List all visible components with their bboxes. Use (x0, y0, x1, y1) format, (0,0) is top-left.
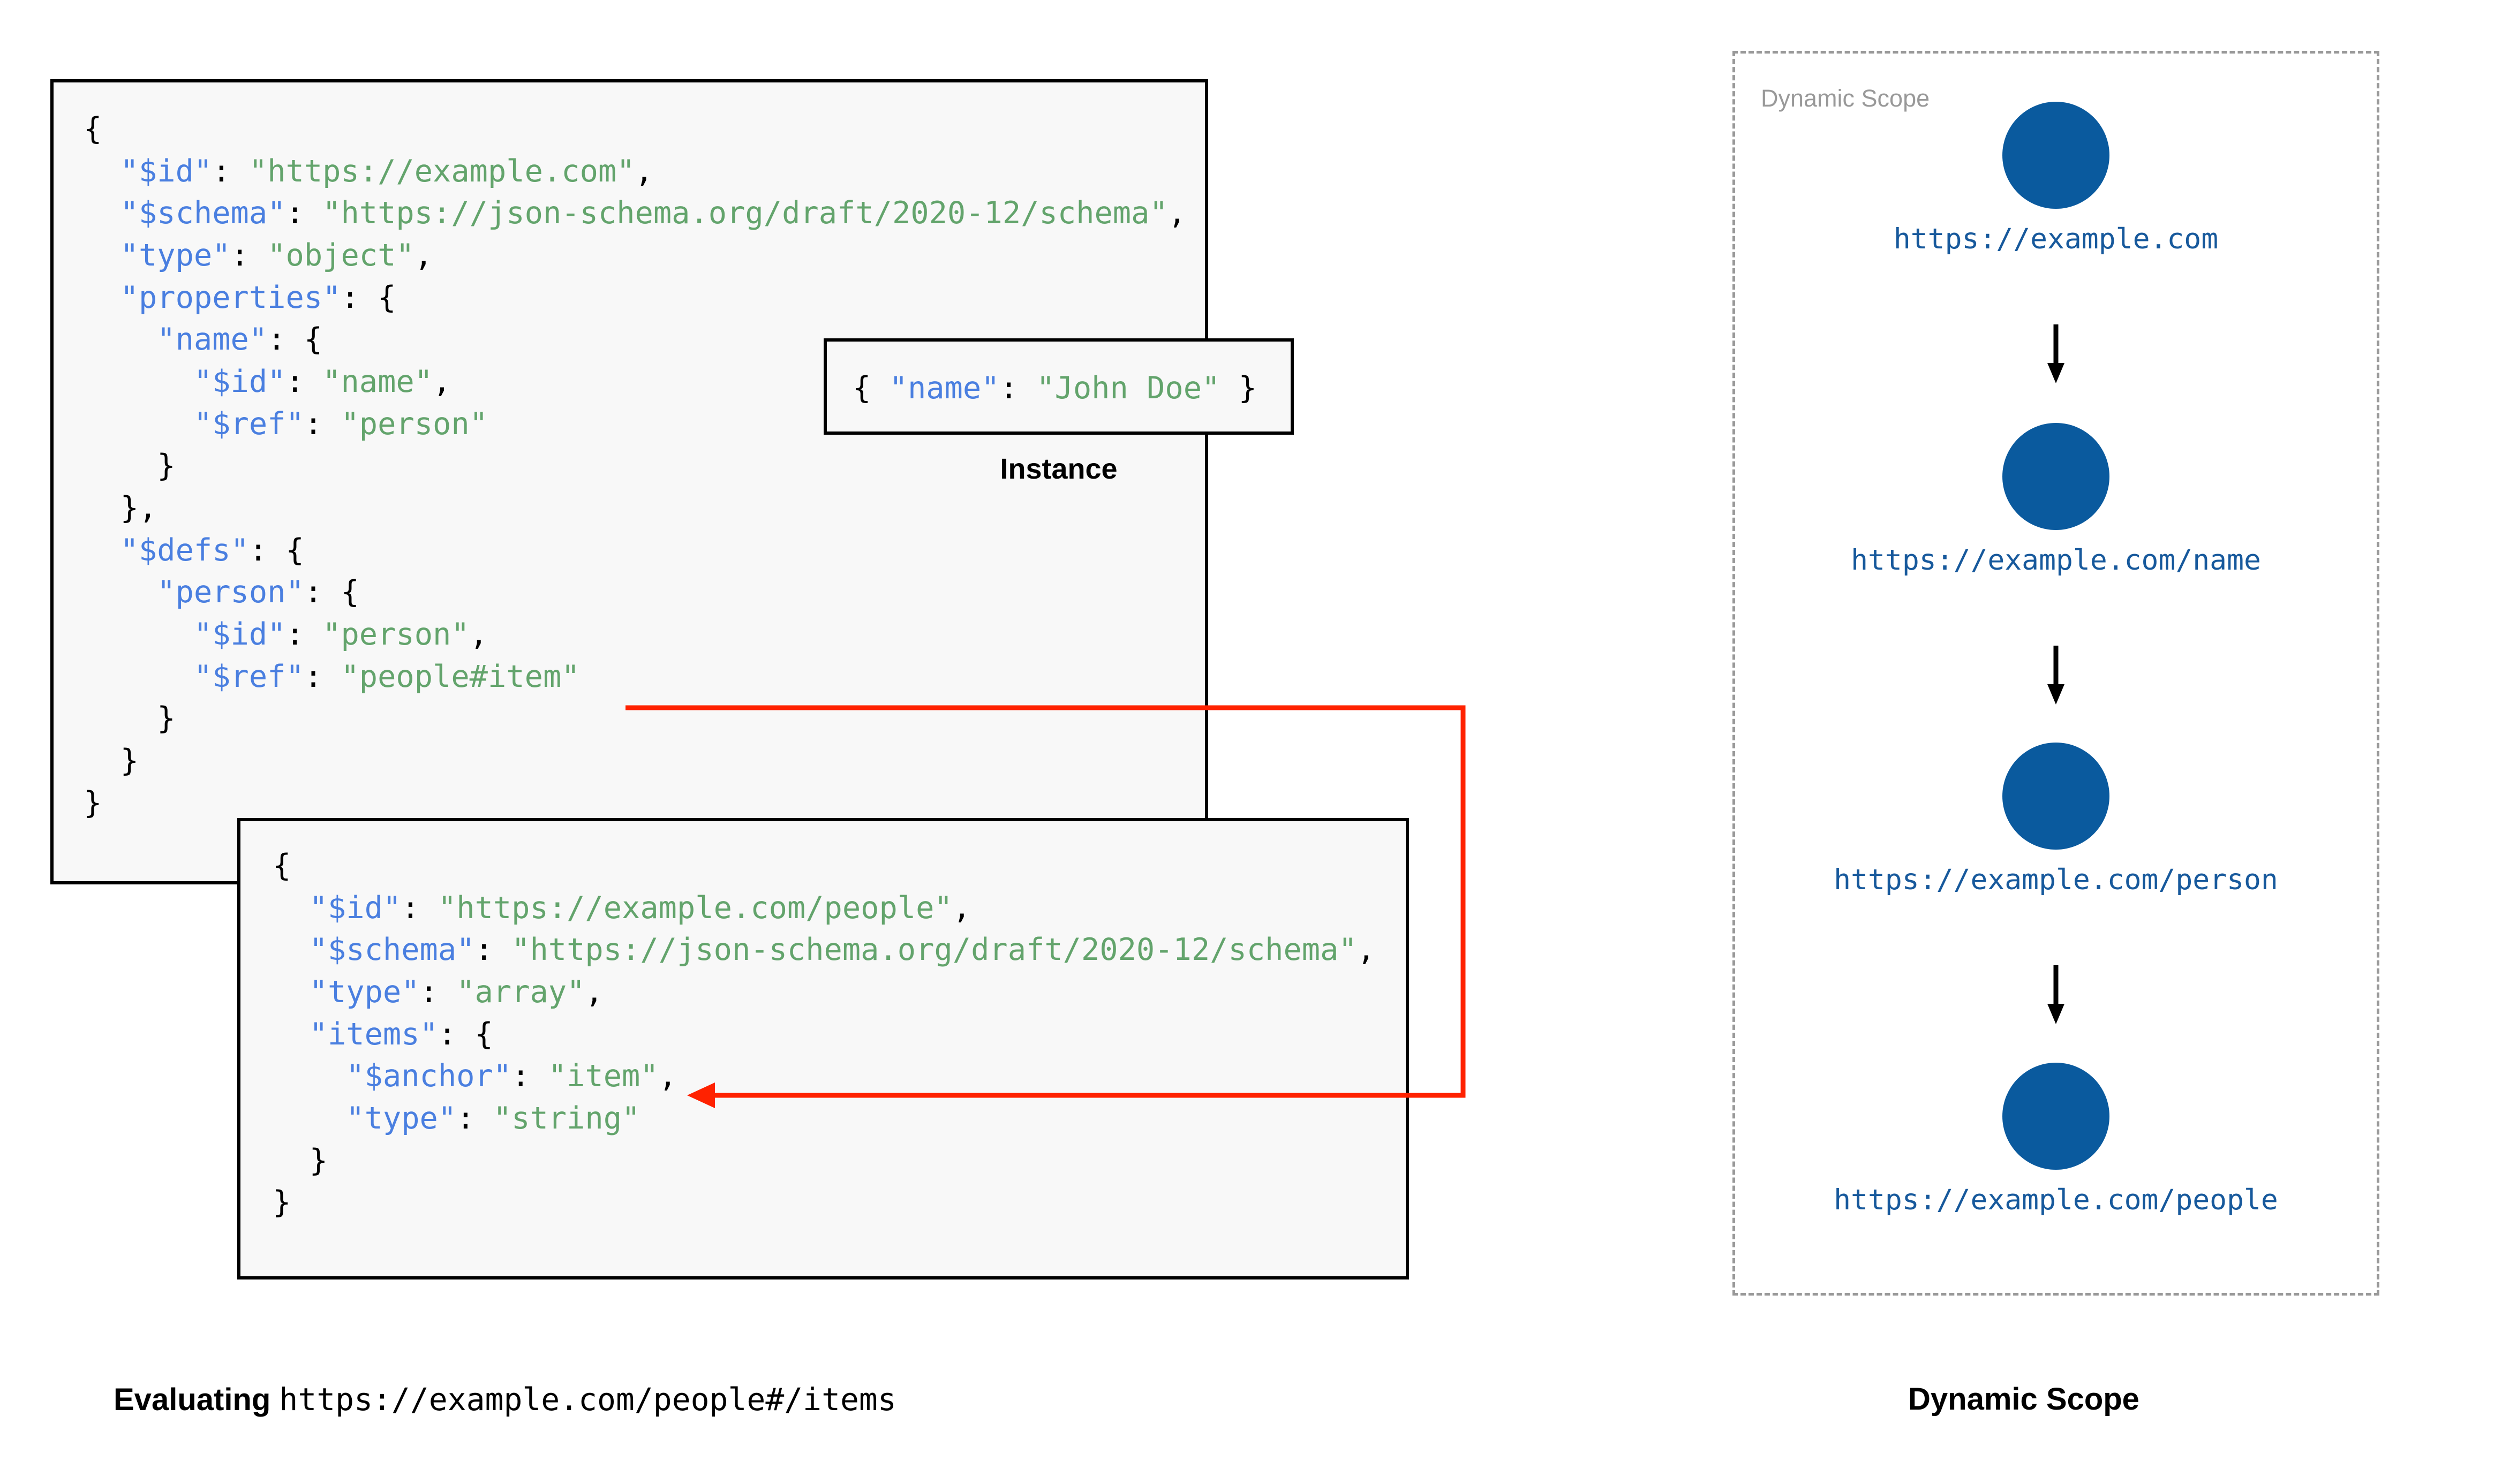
instance-code: { "name": "John Doe" } (853, 370, 1257, 406)
people-schema-box: { "$id": "https://example.com/people", "… (237, 818, 1409, 1279)
right-figure-caption: Dynamic Scope (1908, 1382, 2139, 1417)
left-caption-uri: https://example.com/people#/items (279, 1381, 896, 1418)
scope-node-label: https://example.com/name (1851, 544, 2261, 577)
scope-node-0: https://example.com (1732, 102, 2379, 255)
scope-arrow-down-icon-1 (1732, 646, 2379, 706)
dynamic-scope-panel-title: Dynamic Scope (1761, 85, 1930, 112)
instance-box: { "name": "John Doe" } (824, 338, 1294, 435)
scope-node-label: https://example.com (1893, 223, 2219, 255)
instance-caption: Instance (1000, 453, 1118, 485)
root-schema-code: { "$id": "https://example.com", "$schema… (84, 111, 1187, 821)
scope-circle-icon (2002, 743, 2109, 850)
scope-node-2: https://example.com/person (1732, 743, 2379, 896)
scope-circle-icon (2002, 102, 2109, 209)
scope-circle-icon (2002, 1063, 2109, 1170)
scope-arrow-down-icon-2 (1732, 965, 2379, 1025)
scope-node-3: https://example.com/people (1732, 1063, 2379, 1216)
scope-node-1: https://example.com/name (1732, 423, 2379, 577)
dynamic-scope-panel (1732, 51, 2379, 1296)
left-figure-caption: Evaluating https://example.com/people#/i… (114, 1381, 896, 1418)
scope-arrow-down-icon-0 (1732, 324, 2379, 384)
scope-node-label: https://example.com/person (1834, 864, 2278, 896)
scope-node-label: https://example.com/people (1834, 1184, 2278, 1216)
left-caption-bold: Evaluating (114, 1382, 271, 1417)
scope-circle-icon (2002, 423, 2109, 530)
people-schema-code: { "$id": "https://example.com/people", "… (273, 848, 1376, 1221)
